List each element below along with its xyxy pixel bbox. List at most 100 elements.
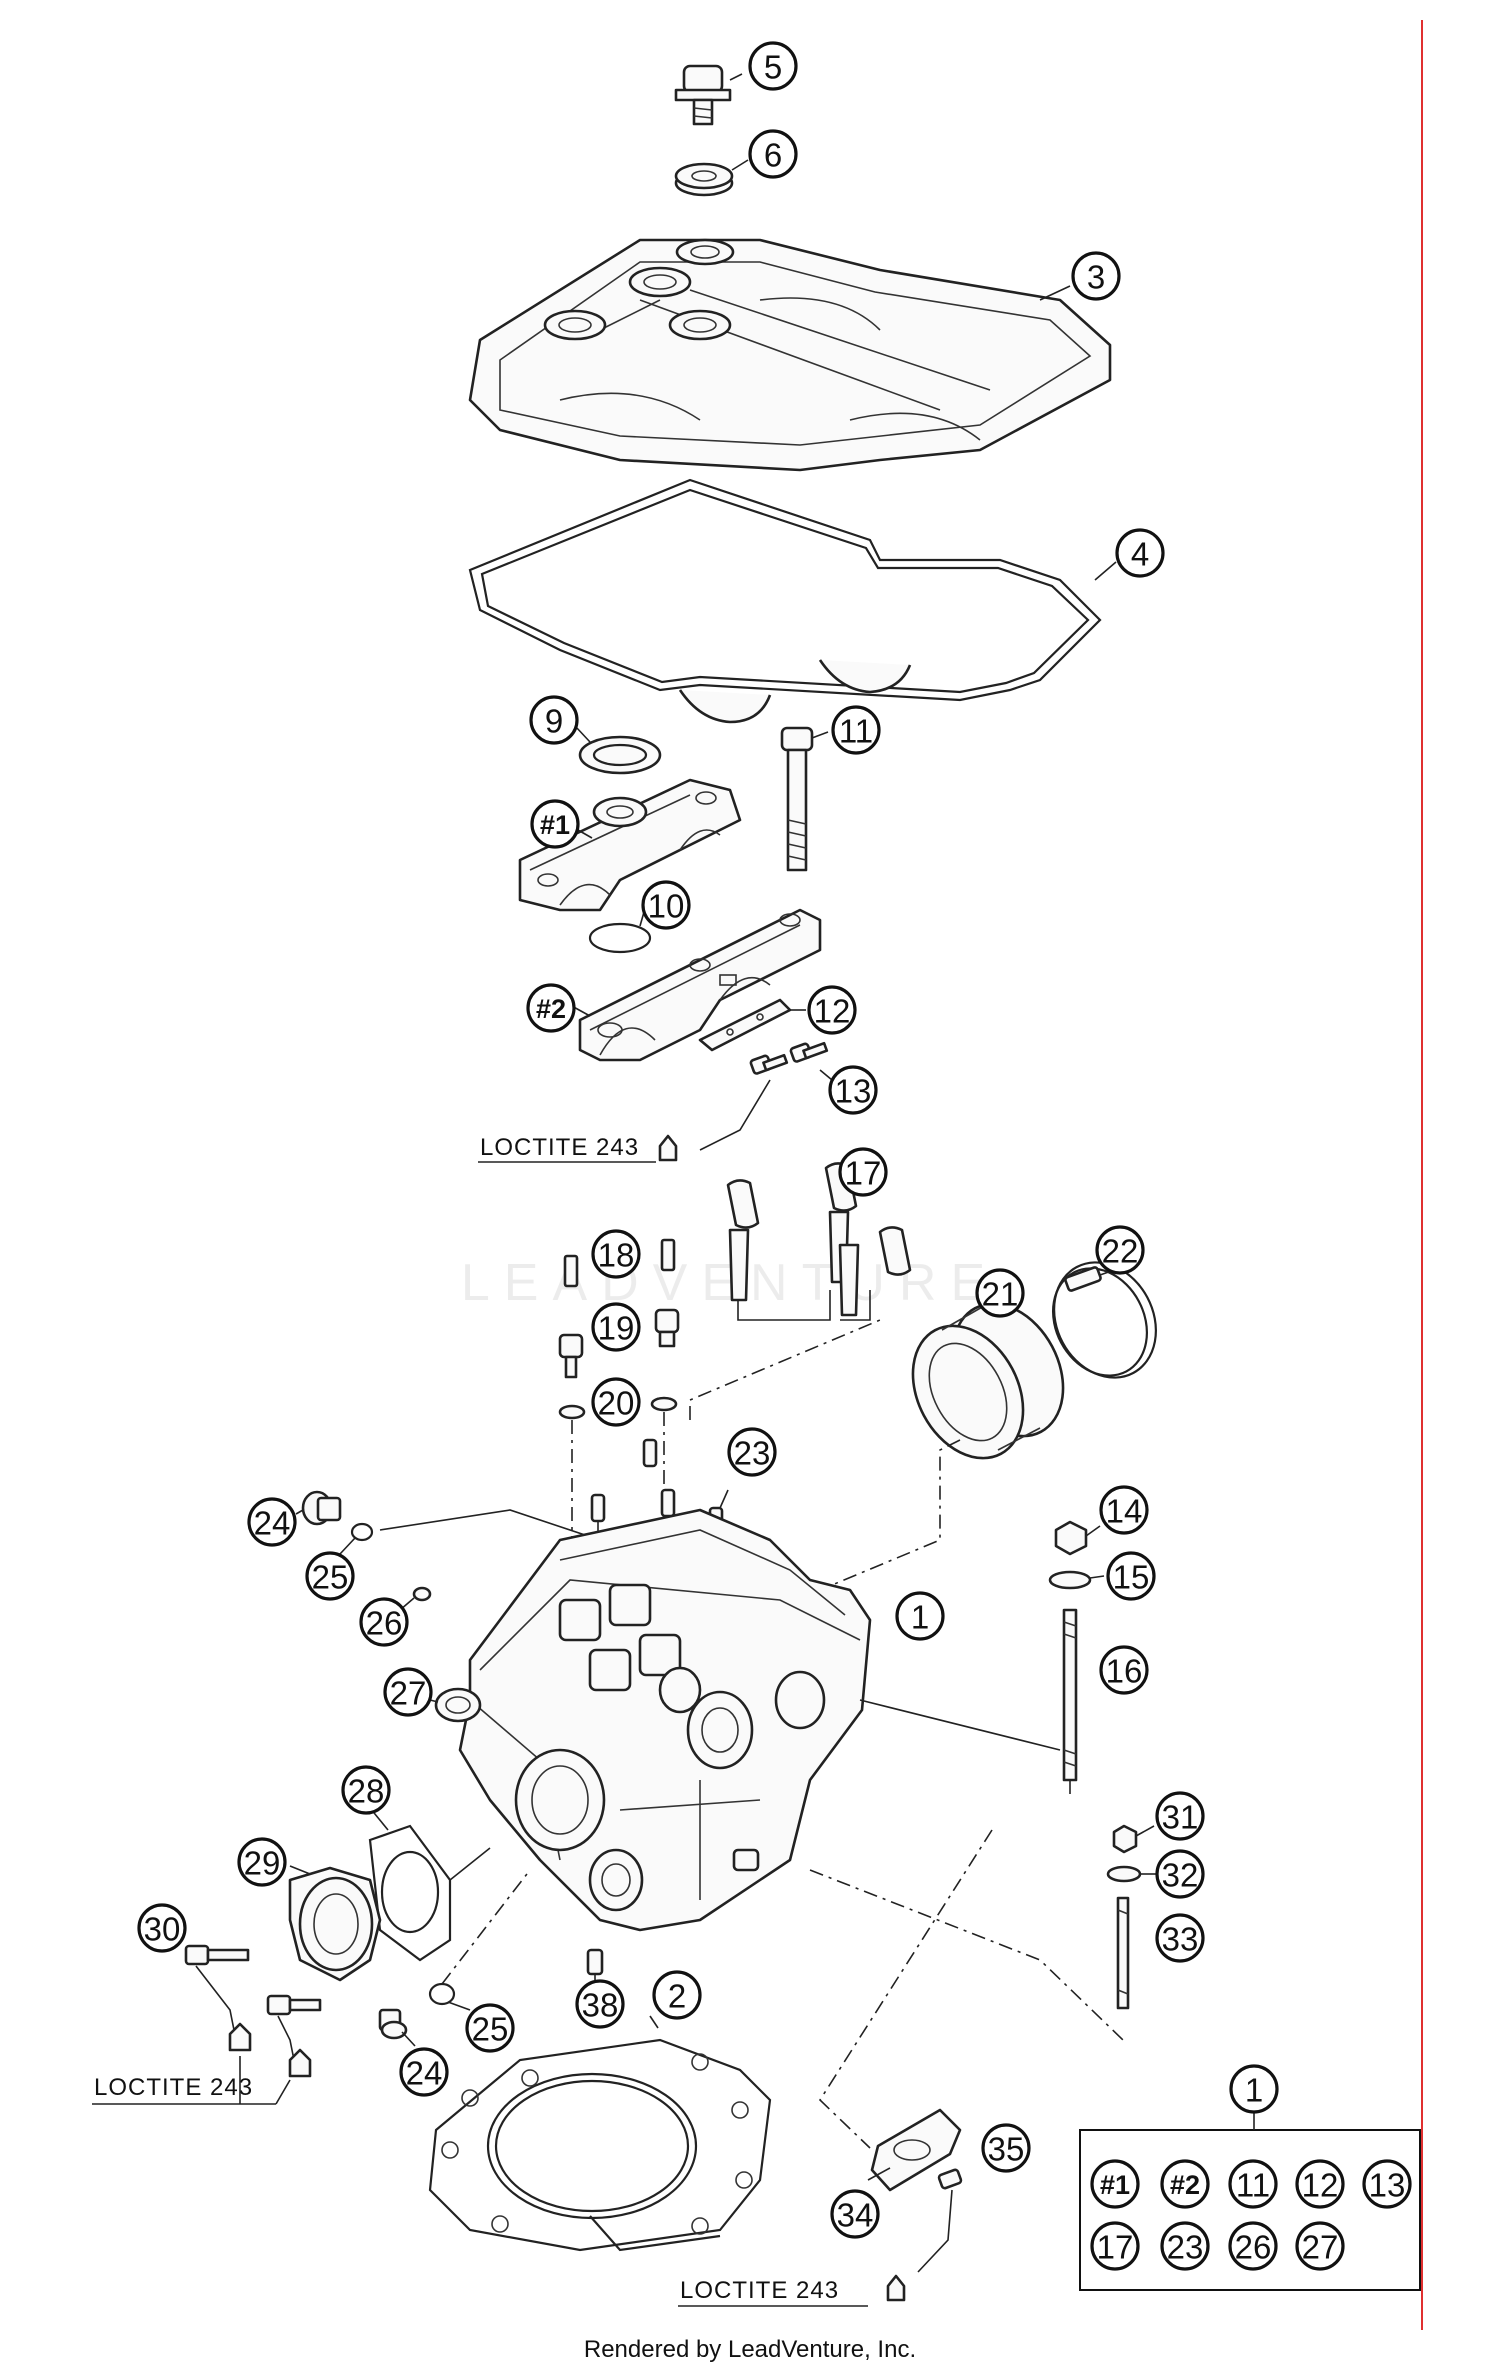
callout-18: 18 xyxy=(591,1229,641,1279)
part-33-stud-drawing xyxy=(1116,1896,1130,2010)
svg-text:18: 18 xyxy=(598,1237,635,1274)
kit-item-11: 11 xyxy=(1228,2159,1278,2209)
callout-9: 9 xyxy=(529,695,579,745)
svg-text:24: 24 xyxy=(406,2055,443,2092)
part-3-valve-cover-drawing xyxy=(468,238,1112,472)
callout-12: 12 xyxy=(807,985,857,1035)
svg-text:19: 19 xyxy=(598,1310,635,1347)
svg-text:14: 14 xyxy=(1106,1493,1143,1530)
svg-text:6: 6 xyxy=(764,137,782,174)
part-21-intake-manifold-drawing xyxy=(911,1302,1065,1460)
svg-text:25: 25 xyxy=(472,2011,509,2048)
callout-20: 20 xyxy=(591,1377,641,1427)
part-5-bolt-drawing xyxy=(674,64,732,126)
part-30-bolts-drawing xyxy=(184,1944,322,2016)
callout-16: 16 xyxy=(1099,1645,1149,1695)
svg-text:23: 23 xyxy=(734,1435,771,1472)
kit-item-17: 17 xyxy=(1090,2221,1140,2271)
svg-text:3: 3 xyxy=(1087,259,1105,296)
svg-text:LOCTITE 243: LOCTITE 243 xyxy=(680,2277,839,2304)
part-18-screws-drawing xyxy=(563,1238,676,1288)
part-11-long-bolt-drawing xyxy=(780,726,814,872)
svg-text:1: 1 xyxy=(911,1599,929,1636)
svg-text:13: 13 xyxy=(835,1073,872,1110)
kit-item-23: 23 xyxy=(1160,2221,1210,2271)
loctite-note-bottom: LOCTITE 243 xyxy=(678,2274,906,2307)
callout-29: 29 xyxy=(237,1837,287,1887)
svg-text:16: 16 xyxy=(1106,1653,1143,1690)
callout-6: 6 xyxy=(748,129,798,179)
callout-3: 3 xyxy=(1071,251,1121,301)
svg-text:17: 17 xyxy=(1097,2229,1134,2266)
kit-callout-1: 1 xyxy=(1229,2064,1279,2114)
part-38-jet-drawing xyxy=(586,1948,604,1976)
part-31-nut-drawing xyxy=(1112,1824,1138,1854)
callout-34: 34 xyxy=(830,2189,880,2239)
callout-5: 5 xyxy=(748,41,798,91)
svg-text:15: 15 xyxy=(1113,1559,1150,1596)
part-4-gasket-drawing xyxy=(468,478,1102,724)
callout-17: 17 xyxy=(838,1147,888,1197)
part-2-head-gasket-drawing xyxy=(428,2038,772,2252)
part-6-washer-drawing xyxy=(674,162,734,197)
svg-text:9: 9 xyxy=(545,703,563,740)
kit-item-27: 27 xyxy=(1295,2221,1345,2271)
part-32-washer-drawing xyxy=(1106,1865,1142,1883)
svg-text:#2: #2 xyxy=(1170,2170,1200,2200)
svg-text:#2: #2 xyxy=(536,994,566,1024)
callout-30: 30 xyxy=(137,1903,187,1953)
part-1-cylinder-head-drawing xyxy=(458,1508,872,1932)
svg-text:LOCTITE 243: LOCTITE 243 xyxy=(480,1134,639,1161)
callout-32: 32 xyxy=(1155,1849,1205,1899)
callout-14: 14 xyxy=(1099,1485,1149,1535)
callout-33: 33 xyxy=(1155,1913,1205,1963)
svg-text:4: 4 xyxy=(1131,536,1149,573)
callout-h1: #1 xyxy=(530,799,580,849)
svg-text:11: 11 xyxy=(839,713,873,750)
part-15-washer-drawing xyxy=(1048,1570,1092,1590)
svg-text:28: 28 xyxy=(348,1773,385,1810)
callout-38: 38 xyxy=(575,1979,625,2029)
part-10-o-ring-drawing xyxy=(588,922,652,954)
callout-22: 22 xyxy=(1095,1225,1145,1275)
svg-text:#1: #1 xyxy=(1100,2170,1130,2200)
svg-text:20: 20 xyxy=(598,1385,635,1422)
svg-text:12: 12 xyxy=(814,993,851,1030)
part-h1-bearing-bridge-drawing xyxy=(518,778,742,912)
part-h2-bearing-bridge-drawing xyxy=(578,908,822,1062)
svg-text:10: 10 xyxy=(648,888,685,925)
kit-item-h1: #1 xyxy=(1090,2159,1140,2209)
svg-text:5: 5 xyxy=(764,49,782,86)
footer-credit: Rendered by LeadVenture, Inc. xyxy=(583,2336,917,2363)
svg-text:35: 35 xyxy=(988,2131,1025,2168)
svg-text:#1: #1 xyxy=(540,810,570,840)
callout-23: 23 xyxy=(727,1427,777,1477)
part-20-washers-drawing xyxy=(558,1396,678,1420)
svg-text:24: 24 xyxy=(254,1505,291,1542)
part-25-o-ring-bottom-drawing xyxy=(428,1982,456,2006)
part-29-exhaust-flange-drawing xyxy=(288,1866,382,1982)
callout-31: 31 xyxy=(1155,1791,1205,1841)
callout-15: 15 xyxy=(1106,1551,1156,1601)
part-16-stud-drawing xyxy=(1062,1608,1078,1782)
svg-text:12: 12 xyxy=(1302,2167,1339,2204)
callout-25-top: 25 xyxy=(305,1551,355,1601)
svg-text:22: 22 xyxy=(1102,1233,1139,1270)
svg-text:26: 26 xyxy=(1235,2229,1272,2266)
callout-h2: #2 xyxy=(526,983,576,1033)
svg-text:31: 31 xyxy=(1162,1799,1199,1836)
svg-text:27: 27 xyxy=(1302,2229,1339,2266)
part-25-o-ring-top-drawing xyxy=(350,1522,374,1542)
callout-35: 35 xyxy=(981,2123,1031,2173)
callout-28: 28 xyxy=(341,1765,391,1815)
loctite-note-left: LOCTITE 243 xyxy=(92,2022,312,2105)
svg-text:21: 21 xyxy=(982,1276,1019,1313)
part-24-plug-bottom-drawing xyxy=(378,2008,408,2040)
part-34-cover-plate-drawing xyxy=(870,2108,962,2192)
callout-24-top: 24 xyxy=(247,1497,297,1547)
svg-text:26: 26 xyxy=(366,1605,403,1642)
kit-item-h2: #2 xyxy=(1160,2159,1210,2209)
svg-text:13: 13 xyxy=(1369,2167,1406,2204)
svg-text:17: 17 xyxy=(845,1155,882,1192)
